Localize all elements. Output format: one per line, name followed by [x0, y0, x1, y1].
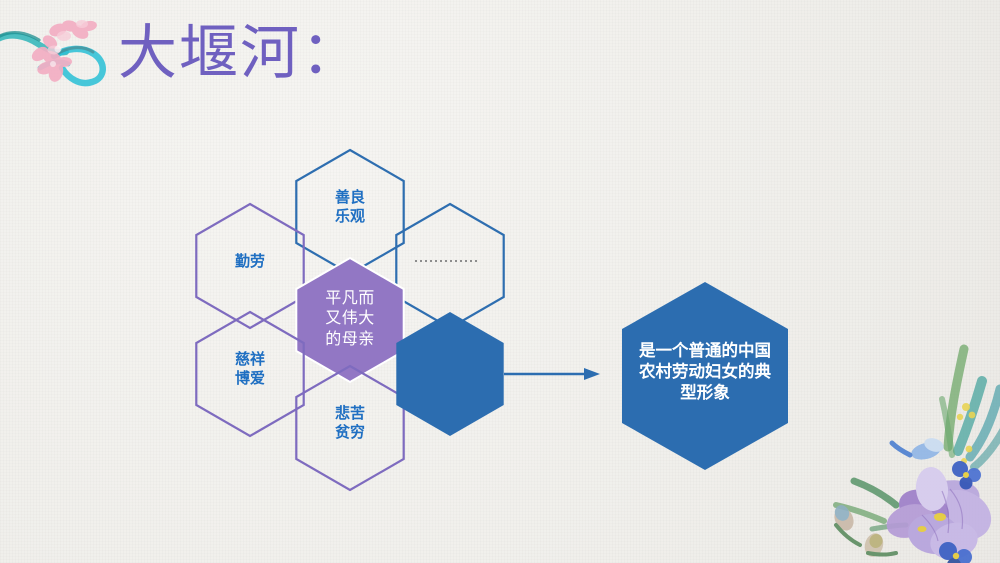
hex-blue-solid[interactable]: [396, 312, 504, 436]
hex-qinlao[interactable]: [195, 202, 305, 330]
hex-cixiang-boai[interactable]: [195, 310, 305, 438]
hex-shanliang-leguan[interactable]: [295, 148, 405, 276]
hex-placeholder-dots[interactable]: [395, 202, 505, 330]
page-title: 大堰河：: [118, 18, 363, 87]
connector-arrow: [504, 368, 600, 380]
hex-center-mother[interactable]: [295, 256, 405, 384]
hex-conclusion[interactable]: [622, 282, 788, 470]
hex-beiku-pinqiong[interactable]: [295, 364, 405, 492]
hex-placeholder-dots-marks: [415, 260, 477, 262]
